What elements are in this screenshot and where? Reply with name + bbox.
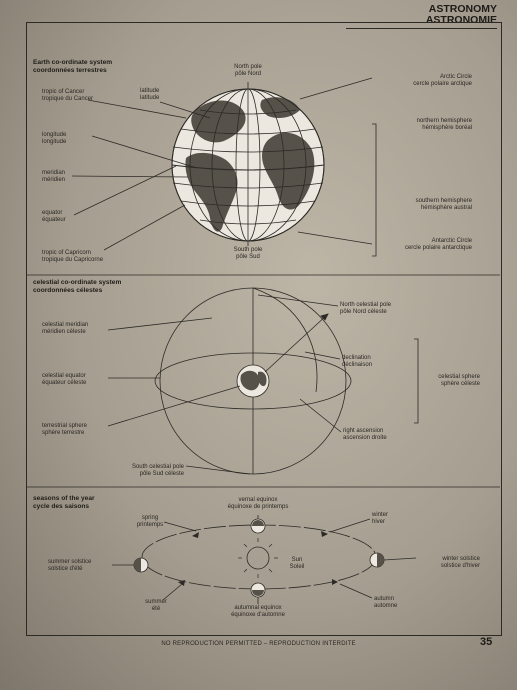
- footer-notice: NO REPRODUCTION PERMITTED – REPRODUCTION…: [161, 641, 356, 647]
- celestial-section-title: celestial co-ordinate system coordonnées…: [33, 279, 122, 294]
- header-rule: [345, 28, 497, 29]
- seasons-section-title: seasons of the year cycle des saisons: [33, 495, 95, 510]
- earth-globe: [171, 88, 325, 242]
- season-orbit: [133, 518, 385, 598]
- content-frame: [26, 22, 502, 636]
- celestial-sphere: [154, 287, 352, 475]
- africa-shape: [262, 132, 315, 210]
- header-title-en: ASTRONOMY: [428, 3, 497, 15]
- page-number: 35: [480, 636, 493, 648]
- page-header: ASTRONOMY ASTRONOMIE: [345, 3, 497, 29]
- earth-section-title: Earth co-ordinate system coordonnées ter…: [33, 59, 113, 74]
- south-america-shape: [185, 152, 238, 232]
- header-title-fr: ASTRONOMIE: [425, 14, 497, 26]
- terrestrial-globe-land: [240, 370, 260, 391]
